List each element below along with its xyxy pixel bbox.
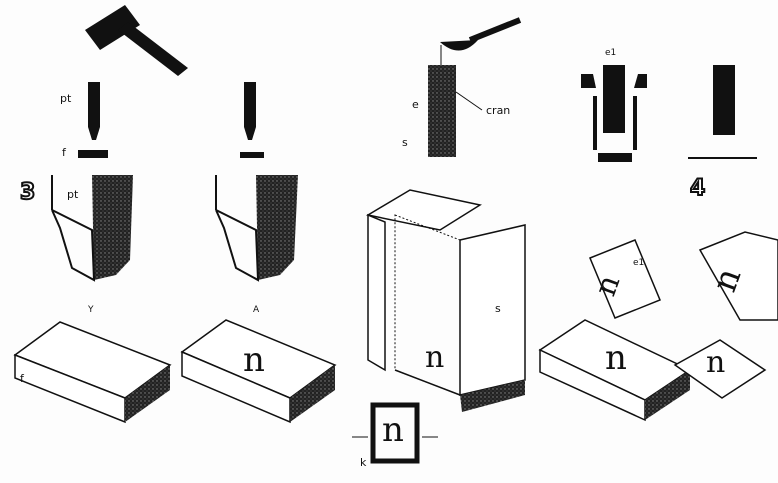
punch-detail-2: [215, 175, 298, 282]
mould-s-label: s: [402, 136, 408, 149]
hammer-icon: [85, 5, 188, 76]
matrix-letter: n: [243, 340, 265, 380]
mould-box: [365, 189, 526, 412]
step-3-number: 3: [19, 179, 36, 206]
mould-e1-section: [581, 65, 647, 162]
punch-letter-1: Y: [88, 305, 94, 315]
type-block-e1-label: e1: [633, 258, 645, 268]
punch-1: [78, 82, 108, 158]
punch-detail-label: pt: [67, 188, 79, 201]
matrix-label: f: [20, 372, 24, 385]
key-bracket: [352, 402, 438, 464]
matrix-blank: [13, 321, 172, 424]
print-letter: n: [706, 345, 726, 380]
punch-2: [240, 82, 264, 158]
type-body: [688, 65, 757, 159]
type-block-e1: [538, 239, 692, 422]
punch-detail-1: [51, 175, 133, 282]
step-4-number: 4: [689, 175, 706, 202]
mould-e1-label: e1: [605, 48, 617, 58]
mould-e-label: e: [412, 98, 419, 111]
key-label: k: [360, 456, 367, 469]
type-block-4: [673, 231, 778, 399]
mould-letter: n: [425, 340, 445, 375]
ladle-label: cran: [486, 104, 511, 117]
struck-letter: n: [605, 338, 627, 378]
hand-mould-section: [428, 65, 483, 157]
matrix-struck: [180, 319, 337, 424]
counterpunch-label: f: [62, 146, 66, 159]
ladle-icon: [440, 17, 522, 65]
key-letter: n: [382, 410, 404, 450]
punch-label: pt: [60, 92, 72, 105]
mould-box-label: s: [495, 302, 501, 315]
punch-letter-2: A: [253, 305, 260, 315]
